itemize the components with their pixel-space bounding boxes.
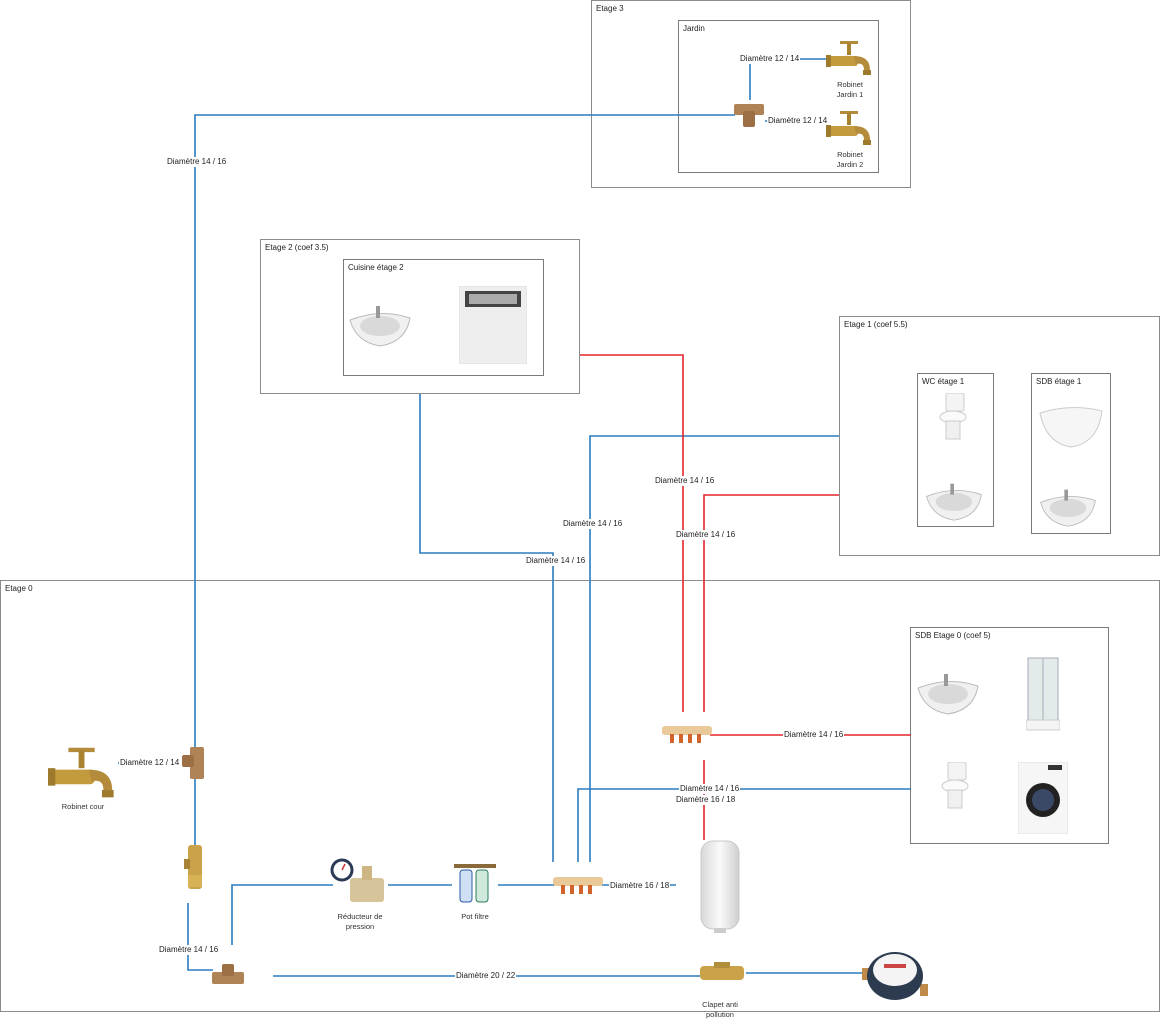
pipe-riser-jardin — [194, 114, 735, 752]
zone-etage-2: Etage 2 (coef 3.5) — [260, 239, 580, 394]
sink-icon — [1040, 489, 1096, 527]
pipe-label-jardin-2: Diamètre 12 / 14 — [767, 116, 829, 126]
tap-icon — [826, 41, 871, 75]
pipe-label-etage1-cold: Diamètre 14 / 16 — [562, 519, 624, 529]
pipe-label-ballon-hot: Diamètre 16 / 18 — [675, 795, 737, 805]
zone-etage-1-label: Etage 1 (coef 5.5) — [844, 320, 908, 329]
reducteur-label: Réducteur de pression — [337, 912, 383, 931]
tee-fitting-icon — [182, 747, 204, 779]
manifold-icon — [553, 877, 603, 894]
pipe-etage2-cold — [419, 394, 554, 862]
clapet-label: Clapet anti pollution — [702, 1000, 738, 1019]
water-meter-icon — [862, 952, 928, 1000]
pipe-label-etage1-hot: Diamètre 14 / 16 — [675, 530, 737, 540]
water-heater-icon — [700, 840, 740, 933]
ball-valve-icon — [184, 845, 202, 889]
tap-icon — [48, 747, 114, 798]
pipe-label-etage1-hot-top: Diamètre 14 / 16 — [654, 476, 716, 486]
pipe-jardin-1 — [749, 58, 828, 100]
washing-machine-icon — [1018, 762, 1068, 834]
pot-filtre-label: Pot filtre — [461, 912, 489, 921]
sink-icon — [926, 483, 982, 521]
room-cuisine-etage-2: Cuisine étage 2 — [343, 259, 544, 376]
manifold-icon — [662, 726, 712, 743]
water-filter-icon — [454, 864, 496, 903]
check-valve-icon — [700, 962, 744, 980]
pipe-label-etage2-cold: Diamètre 14 / 16 — [525, 556, 587, 566]
toilet-icon — [941, 762, 969, 809]
robinet-jardin-1-label: Robinet Jardin 1 — [836, 80, 864, 99]
pipe-etage1-cold — [589, 435, 839, 862]
room-wc-etage-1: WC étage 1 — [917, 373, 994, 527]
zone-etage-0-label: Etage 0 — [5, 584, 33, 593]
room-sdb1-label: SDB étage 1 — [1036, 377, 1082, 386]
pipe-label-main-line: Diamètre 20 / 22 — [455, 971, 517, 981]
pipe-etage1-hot — [703, 494, 839, 712]
pipe-label-sdb0-hot: Diamètre 14 / 16 — [783, 730, 845, 740]
zone-etage-2-label: Etage 2 (coef 3.5) — [265, 243, 329, 252]
pipe-etage2-hot — [580, 354, 684, 712]
tap-icon — [826, 111, 871, 145]
shower-cabin-icon — [1026, 657, 1060, 731]
sink-icon — [349, 306, 411, 347]
bathtub-icon — [1039, 407, 1103, 448]
robinet-jardin-2-label: Robinet Jardin 2 — [836, 150, 864, 169]
tee-fitting-icon — [734, 104, 764, 127]
pipe-label-collecteur-out: Diamètre 16 / 18 — [609, 881, 671, 891]
room-sdb0-label: SDB Etage 0 (coef 5) — [915, 631, 991, 640]
pressure-reducer-icon — [330, 858, 384, 902]
pipe-sdb0-cold — [577, 788, 911, 862]
sink-icon — [917, 674, 979, 715]
dishwasher-icon — [459, 286, 527, 364]
room-cuisine-label: Cuisine étage 2 — [348, 263, 404, 272]
pipe-label-sdb0-cold: Diamètre 14 / 16 — [679, 784, 741, 794]
zone-etage-3: Etage 3 — [591, 0, 911, 188]
room-jardin: Jardin — [678, 20, 879, 173]
pipe-tee-reducteur — [231, 884, 333, 945]
pipe-label-cour: Diamètre 12 / 14 — [119, 758, 181, 768]
toilet-icon — [939, 393, 967, 440]
robinet-cour-label: Robinet cour — [61, 802, 105, 811]
pipe-label-main-tee: Diamètre 14 / 16 — [158, 945, 220, 955]
tee-fitting-icon — [212, 964, 244, 984]
room-jardin-label: Jardin — [683, 24, 705, 33]
zone-etage-3-label: Etage 3 — [596, 4, 624, 13]
pipe-label-jardin-1: Diamètre 12 / 14 — [739, 54, 801, 64]
room-sdb-etage-1: SDB étage 1 — [1031, 373, 1111, 534]
pipe-valve-tee — [187, 903, 213, 971]
room-wc1-label: WC étage 1 — [922, 377, 965, 386]
pipe-label-riser-jardin: Diamètre 14 / 16 — [166, 157, 228, 167]
